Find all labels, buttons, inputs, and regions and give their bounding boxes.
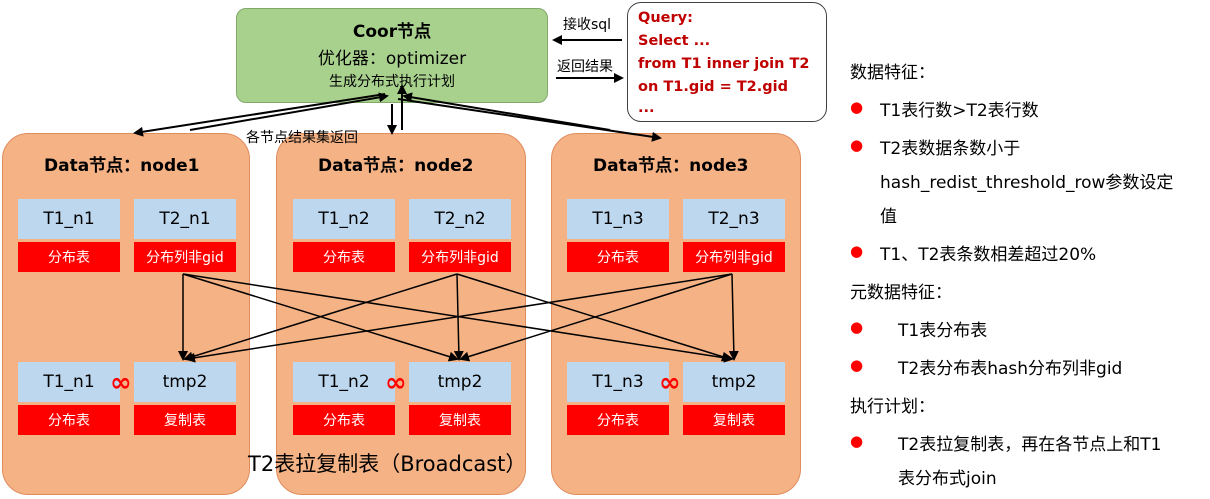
table-type-tag: 分布表 — [293, 242, 395, 272]
arrow — [189, 92, 389, 131]
table-type-tag: 复制表 — [409, 405, 511, 435]
data-feature-item: T1表行数>T2表行数 — [880, 101, 1039, 121]
plan-item: 表分布式join — [898, 469, 997, 489]
coor-plan: 生成分布式执行计划 — [329, 74, 455, 90]
join-icon: ∞ — [110, 368, 132, 398]
broadcast-arrow — [185, 273, 733, 363]
table-t2: T2_n2 — [409, 199, 511, 239]
table-type-tag: 复制表 — [683, 405, 785, 435]
query-line: Select ... — [638, 33, 711, 49]
return-result-label: 返回结果 — [557, 59, 613, 75]
broadcast-arrow — [459, 273, 733, 362]
table-type-tag: 分布表 — [293, 405, 395, 435]
node-title: Data节点：node1 — [44, 156, 200, 176]
table-t1: T1_n1 — [18, 199, 120, 239]
node-title: Data节点：node2 — [318, 156, 474, 176]
table-type-tag: 分布表 — [567, 242, 669, 272]
data-feature-item: hash_redist_threshold_row参数设定 — [880, 173, 1174, 193]
meta-feature-item: T2表分布表hash分布列非gid — [898, 359, 1123, 379]
receive-sql-label: 接收sql — [563, 17, 612, 33]
query-box: Query: Select ... from T1 inner join T2 … — [627, 2, 827, 122]
plan-item: T2表拉复制表，再在各节点上和T1 — [898, 435, 1162, 455]
table-t2: T2_n3 — [683, 199, 785, 239]
table-t1: T1_n2 — [293, 199, 395, 239]
table-t2: T2_n1 — [134, 199, 236, 239]
query-line: from T1 inner join T2 — [638, 56, 810, 72]
bullet-icon: ● — [850, 98, 864, 116]
table-type-tag: 复制表 — [134, 405, 236, 435]
table-type-tag: 分布表 — [567, 405, 669, 435]
data-feature-item: T2表数据条数小于 — [880, 139, 1021, 159]
coor-optimizer: 优化器：optimizer — [317, 49, 467, 69]
table-t1: T1_n3 — [567, 362, 669, 402]
meta-features-heading: 元数据特征： — [850, 283, 952, 303]
meta-feature-item: T1表分布表 — [898, 321, 988, 341]
table-type-tag: 分布表 — [18, 242, 120, 272]
query-line: ... — [638, 100, 655, 116]
table-tmp: tmp2 — [409, 362, 511, 402]
bullet-icon: ● — [850, 318, 864, 336]
bullet-icon: ● — [850, 136, 864, 154]
table-t1: T1_n2 — [293, 362, 395, 402]
broadcast-arrow — [183, 273, 458, 362]
table-type-tag: 分布列非gid — [409, 242, 511, 272]
arrow — [397, 98, 662, 142]
node-results-return-label: 各节点结果集返回 — [246, 130, 358, 146]
join-icon: ∞ — [385, 368, 407, 398]
data-features-heading: 数据特征： — [850, 63, 935, 83]
table-tmp: tmp2 — [683, 362, 785, 402]
coor-node: Coor节点 优化器：optimizer 生成分布式执行计划 — [236, 8, 548, 103]
bullet-icon: ● — [850, 356, 864, 374]
node-title: Data节点：node3 — [593, 156, 749, 176]
table-t1: T1_n1 — [18, 362, 120, 402]
broadcast-arrow — [456, 273, 732, 362]
arrow — [133, 93, 386, 137]
broadcast-caption: T2表拉复制表（Broadcast） — [248, 452, 527, 476]
join-icon: ∞ — [659, 368, 681, 398]
table-type-tag: 分布列非gid — [134, 242, 236, 272]
data-feature-item: T1、T2表条数相差超过20% — [880, 245, 1097, 265]
query-line: on T1.gid = T2.gid — [638, 79, 789, 95]
table-type-tag: 分布表 — [18, 405, 120, 435]
bullet-icon: ● — [850, 432, 864, 450]
broadcast-arrow — [728, 273, 739, 361]
coor-title: Coor节点 — [352, 22, 432, 42]
query-line: Query: — [638, 10, 693, 26]
bullet-icon: ● — [850, 242, 864, 260]
table-t1: T1_n3 — [567, 199, 669, 239]
plan-heading: 执行计划： — [850, 397, 935, 417]
arrow — [402, 92, 611, 131]
table-tmp: tmp2 — [134, 362, 236, 402]
table-type-tag: 分布列非gid — [683, 242, 785, 272]
data-feature-item: 值 — [880, 207, 897, 227]
